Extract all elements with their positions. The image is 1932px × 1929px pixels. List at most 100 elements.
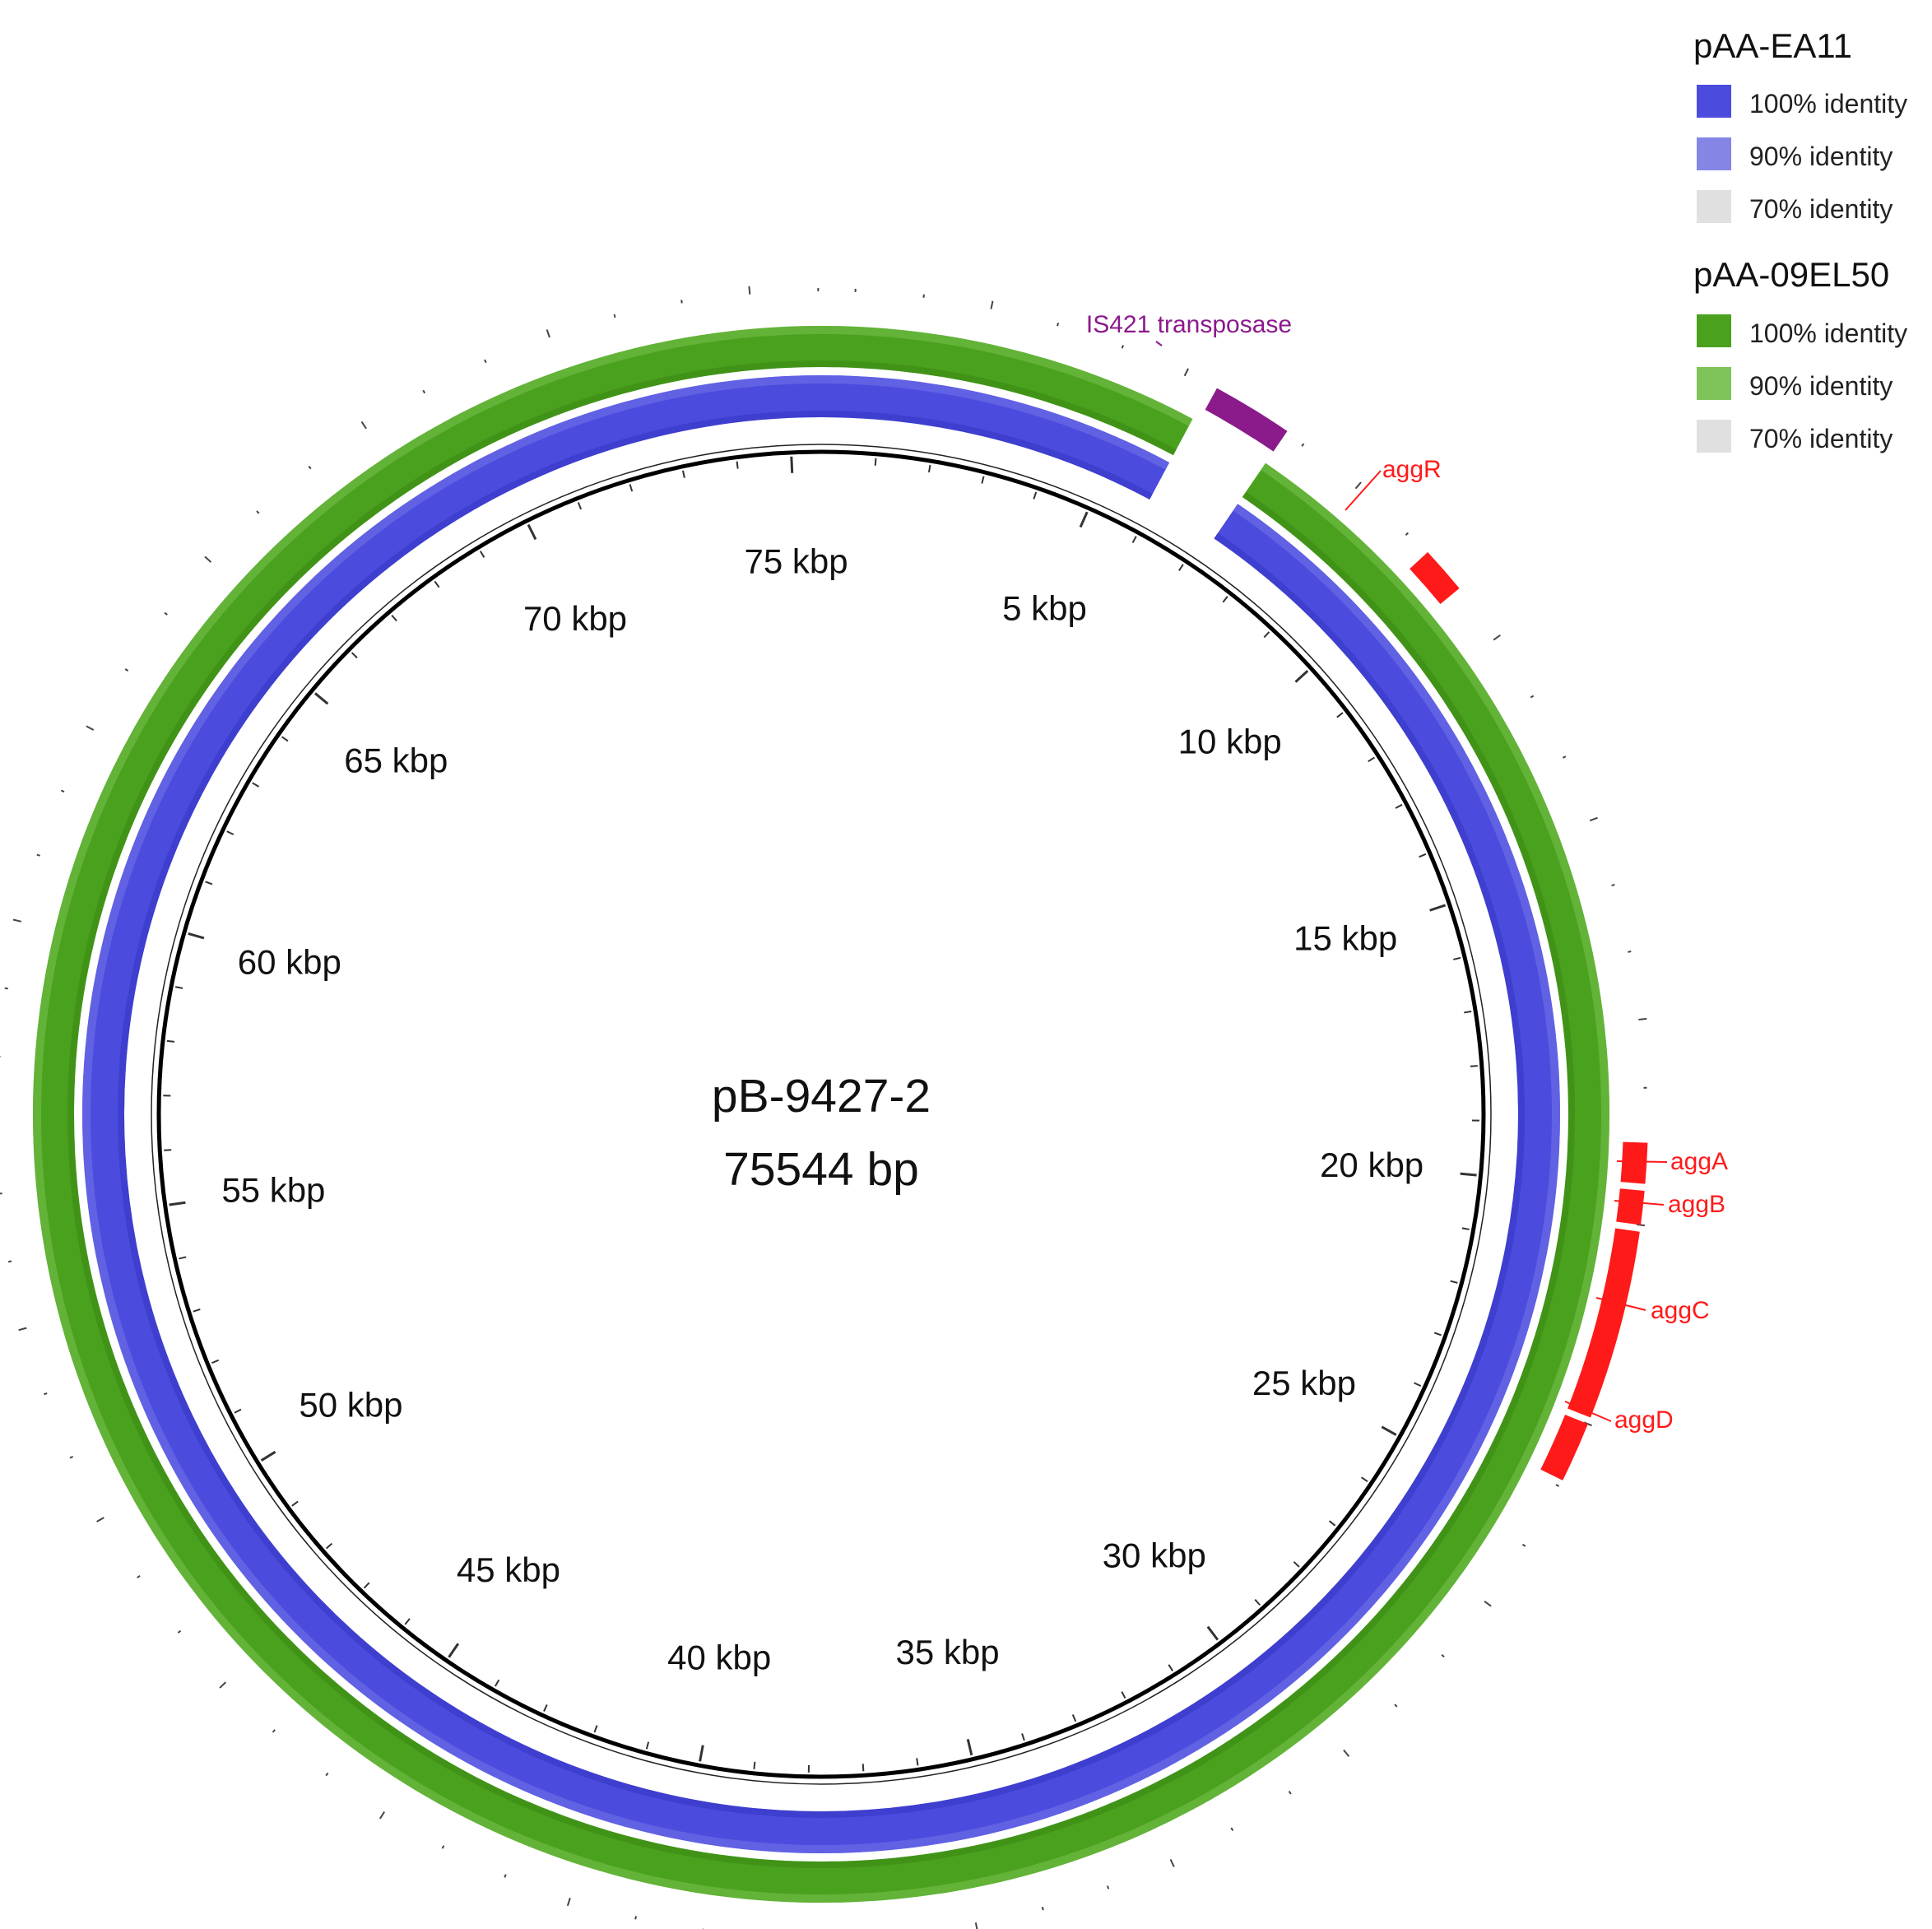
outer-tick <box>1638 1017 1647 1020</box>
outer-tick <box>308 465 312 470</box>
minor-tick <box>1464 1011 1472 1014</box>
minor-tick <box>543 1704 548 1712</box>
outer-tick <box>1589 816 1598 822</box>
minor-tick <box>1263 631 1270 639</box>
outer-tick <box>1493 634 1501 641</box>
gene-leader-line <box>1595 1297 1646 1311</box>
position-label: 70 kbp <box>523 599 627 638</box>
position-label: 45 kbp <box>457 1550 560 1589</box>
minor-tick <box>1433 1332 1442 1336</box>
outer-tick <box>44 1392 48 1396</box>
minor-tick <box>363 1582 370 1589</box>
outer-tick <box>272 1729 276 1733</box>
minor-tick <box>234 1408 242 1414</box>
gene-is421-transposase <box>1205 388 1288 452</box>
gene-aggb <box>1616 1188 1645 1225</box>
outer-tick <box>219 1681 227 1689</box>
minor-tick <box>351 652 358 659</box>
minor-tick <box>1168 1664 1173 1671</box>
minor-tick <box>1453 956 1461 960</box>
minor-tick <box>391 614 397 622</box>
outer-tick <box>18 1327 27 1332</box>
outer-tick <box>484 359 487 364</box>
legend-group-paa-09el50: pAA-09EL50 100% identity 90% identity 70… <box>1693 255 1907 453</box>
outer-tick <box>1343 1749 1350 1757</box>
gene-aggc <box>1567 1228 1640 1418</box>
legend-item-label: 90% identity <box>1749 371 1893 401</box>
gene-leader-line <box>1564 1401 1612 1422</box>
outer-tick <box>325 1772 329 1777</box>
minor-tick <box>1470 1065 1478 1067</box>
minor-tick <box>1336 712 1344 718</box>
outer-tick <box>1169 1858 1175 1867</box>
minor-tick <box>193 1308 201 1313</box>
minor-tick <box>1222 596 1228 603</box>
position-label: 25 kbp <box>1252 1364 1356 1402</box>
minor-tick <box>577 502 583 510</box>
outer-tick <box>974 1922 978 1929</box>
major-tick <box>169 1201 186 1206</box>
legend: pAA-EA11 100% identity 90% identity 70% … <box>1693 26 1907 453</box>
major-tick <box>1381 1425 1397 1436</box>
outer-tick <box>1405 532 1409 536</box>
gene-label: aggR <box>1382 456 1442 483</box>
major-tick <box>1429 904 1447 912</box>
minor-tick <box>1368 756 1375 763</box>
minor-tick <box>1071 1714 1077 1722</box>
minor-tick <box>1360 1476 1368 1483</box>
gene-aggd <box>1540 1415 1588 1480</box>
outer-tick <box>4 987 8 990</box>
outer-tick <box>1301 443 1305 447</box>
minor-tick <box>291 1500 299 1507</box>
gene-leader-line <box>1616 1160 1668 1163</box>
minor-tick <box>1419 853 1427 858</box>
gene-label: aggA <box>1670 1148 1728 1175</box>
minor-tick <box>434 580 440 588</box>
legend-item-label: 70% identity <box>1749 194 1893 224</box>
outer-tick <box>1555 1484 1559 1487</box>
minor-tick <box>981 476 985 484</box>
outer-tick <box>12 918 22 923</box>
minor-tick <box>1254 1598 1261 1606</box>
minor-tick <box>404 1618 411 1625</box>
outer-tick <box>1354 481 1362 490</box>
minor-tick <box>325 1542 333 1550</box>
outer-tick <box>96 1517 104 1522</box>
outer-tick <box>422 389 426 394</box>
minor-tick <box>179 1256 187 1260</box>
gene-agga <box>1620 1141 1648 1184</box>
major-tick <box>188 932 205 940</box>
outer-tick <box>566 1898 571 1907</box>
position-label: 40 kbp <box>667 1638 771 1676</box>
outer-tick <box>1484 1600 1492 1607</box>
major-tick <box>1294 670 1309 683</box>
outer-tick <box>1230 1827 1234 1831</box>
outer-tick <box>177 1629 182 1634</box>
minor-tick <box>593 1725 598 1733</box>
minor-tick <box>645 1741 650 1750</box>
position-label: 35 kbp <box>896 1633 1000 1671</box>
outer-tick <box>1288 1791 1292 1795</box>
minor-tick <box>166 1039 175 1043</box>
outer-tick <box>634 1916 638 1920</box>
outer-tick <box>124 668 129 672</box>
outer-tick <box>1121 345 1124 349</box>
minor-tick <box>1121 1691 1126 1699</box>
legend-title: pAA-EA11 <box>1693 26 1852 65</box>
minor-tick <box>174 986 183 989</box>
position-label: 10 kbp <box>1178 722 1282 760</box>
minor-tick <box>1293 1561 1300 1568</box>
position-label: 50 kbp <box>299 1385 402 1424</box>
outer-tick <box>1441 1653 1445 1658</box>
outer-tick <box>379 1810 386 1820</box>
legend-item-label: 100% identity <box>1749 318 1907 348</box>
minor-tick <box>226 830 235 835</box>
position-label: 30 kbp <box>1103 1536 1206 1574</box>
outer-tick <box>546 329 550 338</box>
outer-tick <box>204 555 212 563</box>
minor-tick <box>682 470 685 478</box>
position-label: 15 kbp <box>1293 919 1397 958</box>
minor-tick <box>753 1761 756 1769</box>
gene-leader-line <box>1614 1200 1665 1206</box>
